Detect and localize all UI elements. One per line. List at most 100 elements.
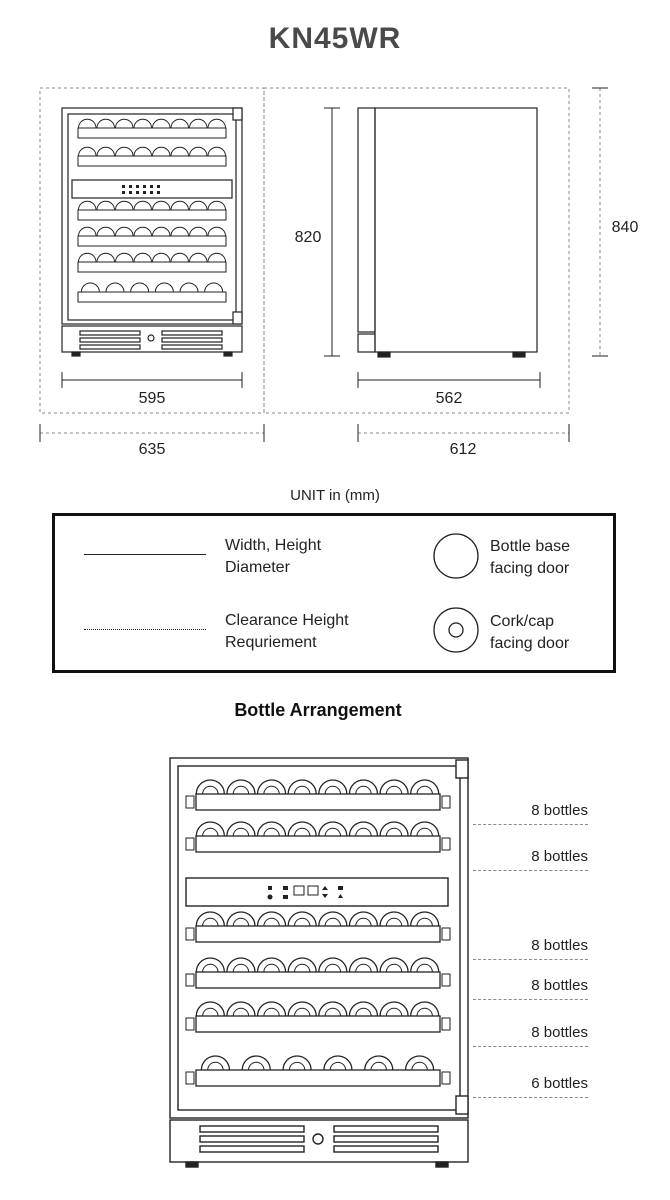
bottle-icon [287,821,317,837]
dotted-line-label: Clearance Height Requriement [225,610,349,654]
bottle-icon [318,1001,348,1017]
bottle-icon [410,779,440,795]
shelf-leader-line [473,959,588,960]
base-grille [169,1119,469,1163]
bottle-icon [115,146,134,157]
shelf-bottle-count: 6 bottles [531,1075,588,1092]
light-icon [268,886,272,890]
shelf-front [195,1069,441,1087]
control-button-icon [143,191,146,194]
control-icons [267,885,343,900]
bottle-icon [130,282,150,293]
down-arrow-icon [322,894,328,898]
power-icon [267,894,273,900]
bottle-icon [256,779,287,795]
bottle-icon [256,1001,287,1017]
front-width-dimension [61,372,243,388]
cork-cap-label-2: facing door [490,635,570,652]
bottle-icon [195,821,225,837]
bottle-icon [410,911,440,927]
front-clearance-box [39,87,265,414]
control-button-icon [150,185,153,188]
bottle-icon [133,252,152,263]
solid-line-label: Width, Height Diameter [225,535,321,579]
shelf-front [77,235,227,247]
control-button-icon [150,191,153,194]
bottle-icon [133,146,152,157]
bottle-icon [348,779,379,795]
hinge-top-icon [455,759,469,779]
bottle-icon [115,252,134,263]
bottle-icon [78,226,97,237]
bottle-icon [96,200,115,211]
bottle-icon [207,200,226,211]
bottle-base-label: Bottle base facing door [490,536,570,580]
bottle-icon [348,821,379,837]
foot-left [185,1161,199,1168]
front-view [61,107,243,357]
bottle-icon [133,200,152,211]
bottle-icon [133,118,152,129]
bottle-icon [105,282,125,293]
control-button-icon [129,191,132,194]
bottle-icon [379,1001,409,1017]
shelf-front [77,261,227,273]
unit-label: UNIT in (mm) [290,487,380,504]
shelf-front [195,1015,441,1033]
bottle-icon [410,1001,440,1017]
control-button-icon [136,191,139,194]
bottle-icon [379,821,409,837]
shelf-leader-line [473,824,588,825]
display-right-icon [307,885,319,896]
bottle-icon [170,252,189,263]
arrangement-shelves [185,779,451,1087]
shelf-leader-line [473,870,588,871]
control-button-icon [122,185,125,188]
control-button-icon [157,185,160,188]
shelf-front [77,291,227,303]
bottle-icon [96,118,115,129]
bottle-icon [323,1055,353,1071]
side-depth-label: 562 [435,390,463,407]
bottle-icon [241,1055,271,1071]
lock-button-icon [283,886,288,890]
bottle-icon [226,1001,256,1017]
shelf-bottle-count: 8 bottles [531,937,588,954]
bottle-icon [207,252,226,263]
bottle-base-label-2: facing door [490,560,570,577]
lock-icon [312,1133,324,1145]
shelf-leader-line [473,1046,588,1047]
bottle-icon [318,821,348,837]
bottle-icon [256,821,287,837]
bottle-icon [318,911,348,927]
bottle-icon [282,1055,312,1071]
front-shelves [77,118,227,303]
bottle-icon [152,200,171,211]
bottle-base-label-1: Bottle base [490,538,571,555]
bottle-icon [189,200,208,211]
bottle-icon [348,1001,379,1017]
dimension-diagram [39,87,608,442]
shelf-front [77,127,227,139]
display-left-icon [293,885,305,896]
height-dimension [324,107,340,357]
bottle-icon [226,779,256,795]
bottle-icon [318,957,348,973]
bottle-icon [287,957,317,973]
cabinet-outline [169,757,469,1119]
shelf-bottle-count: 8 bottles [531,848,588,865]
dotted-line-label-2: Requriement [225,634,317,651]
bottle-icon [226,957,256,973]
clearance-width-label: 635 [138,441,166,458]
bottle-icon [96,252,115,263]
bottle-icon [379,957,409,973]
control-panel [185,877,449,907]
control-button-icon [122,191,125,194]
bottle-icon [379,779,409,795]
dotted-line-sample [84,629,206,630]
control-button-icon [157,191,160,194]
bottle-icon [152,118,171,129]
bottle-icon [287,779,317,795]
bottle-icon [189,252,208,263]
page-title: KN45WR [268,22,402,55]
